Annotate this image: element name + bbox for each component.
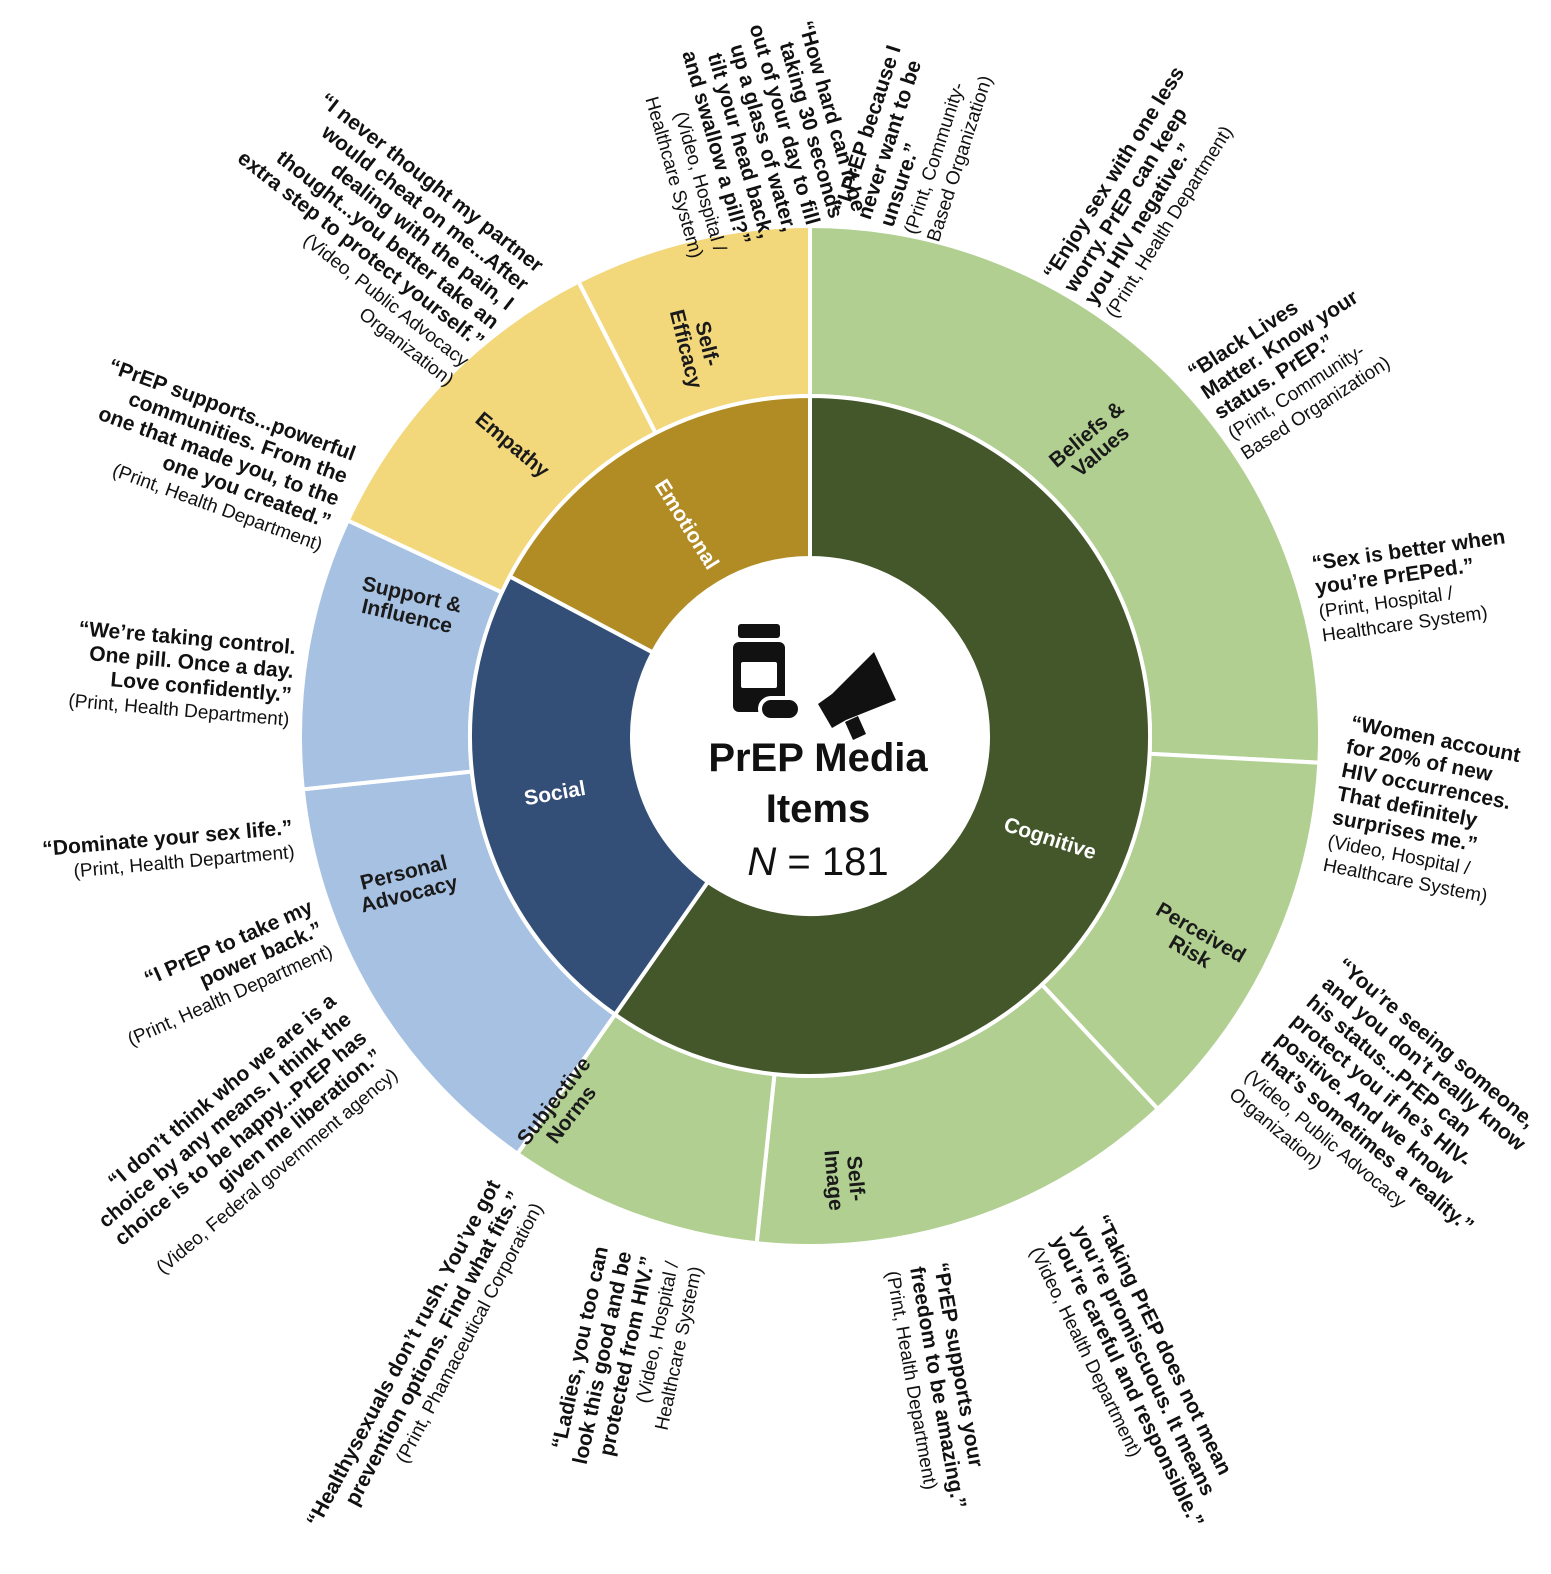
media-quote-q4: “Sex is better whenyou’re PrEPed.”(Print… — [1310, 525, 1516, 646]
media-quote-q13: “Dominate your sex life.”(Print, Health … — [41, 816, 295, 885]
subcategory-label-line: Self- — [842, 1155, 869, 1202]
subcategory-label-line: Image — [819, 1149, 847, 1211]
media-quote-q2: “Enjoy sex with one lessworry. PrEP can … — [1039, 63, 1251, 323]
center-hub: PrEP Media Items N = 181 — [632, 558, 988, 914]
media-quote-q9: “Ladies, you too canlook this good and b… — [545, 1244, 707, 1482]
media-quote-q5: “Women accountfor 20% of newHIV occurren… — [1321, 712, 1522, 909]
media-quote-q7: “Taking PrEP does not meanyou’re promisc… — [1025, 1211, 1251, 1541]
media-quote-q17: “How hard can it betaking 30 secondsout … — [629, 8, 870, 261]
sample-size-value: = 181 — [776, 840, 888, 884]
media-quote-q14: “We’re taking control.One pill. Once a d… — [68, 617, 297, 731]
pill-bottle-icon — [733, 624, 802, 722]
media-quote-q15: “PrEP supports...powerfulcommunities. Fr… — [73, 355, 359, 556]
sample-size-symbol: N — [747, 840, 776, 884]
quote-text-line: prevention options. Find what fits.” — [341, 1188, 527, 1510]
center-sample-size: N = 181 — [747, 840, 888, 884]
quote-text-line: “Healthysexuals don’t rush. You’ve got — [302, 1176, 505, 1530]
media-quote-q8: “PrEP supports yourfreedom to be amazing… — [881, 1261, 993, 1515]
center-title-line2: Items — [766, 787, 871, 831]
outer-ring — [298, 223, 1322, 1249]
media-quote-q10: “Healthysexuals don’t rush. You’ve gotpr… — [302, 1176, 547, 1553]
category-segment-emotional — [507, 393, 812, 656]
media-quote-q1: “I PrEP because Inever want to beunsure.… — [830, 43, 997, 245]
inner-ring — [468, 393, 1152, 1078]
center-title-line1: PrEP Media — [708, 736, 928, 780]
subcategory-label-selfimage: Self-Image — [819, 1147, 869, 1211]
center-disc — [632, 558, 988, 914]
media-quote-q6: “You’re seeing someone,and you don’t rea… — [1225, 954, 1551, 1274]
megaphone-icon — [818, 652, 896, 740]
